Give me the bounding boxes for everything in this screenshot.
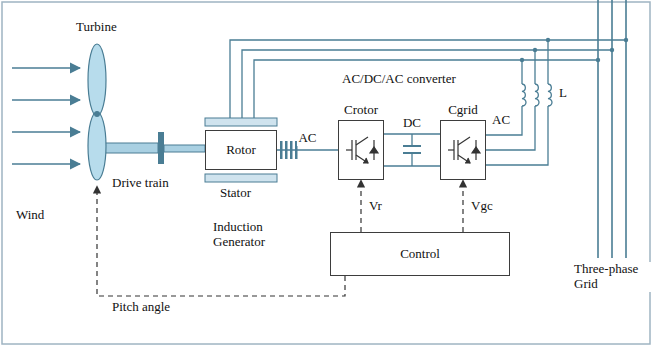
edge-label: DC [401, 116, 423, 131]
igbt-symbol [346, 137, 378, 163]
wind-arrows [12, 68, 80, 164]
stator-wires [230, 40, 626, 118]
phase-wire [486, 106, 535, 150]
phase-wire [547, 40, 548, 84]
power-connection [277, 149, 338, 150]
grid-line [597, 0, 599, 258]
phase-wire [486, 106, 548, 165]
drive-train-label: Drive train [110, 176, 171, 191]
control-signal-line [462, 180, 463, 232]
generator-label: Induction Generator [211, 220, 297, 250]
phase-wire [242, 50, 612, 118]
phase-wire [486, 106, 522, 135]
capacitor-lead [411, 134, 412, 146]
turbine-hub [94, 111, 100, 117]
wind-arrow [12, 67, 80, 69]
wind-arrow [12, 131, 80, 133]
converter-label: AC/DC/AC converter [340, 72, 458, 87]
edge-label: AC [296, 131, 318, 146]
junction-dot [624, 38, 628, 42]
phase-wire [534, 50, 535, 84]
wind-arrow [12, 163, 80, 165]
phase-wire [521, 60, 522, 84]
junction-dot [596, 58, 600, 62]
control-box: Control [330, 232, 510, 276]
stator-bar [205, 174, 277, 182]
converter-box: Cgrid [440, 120, 486, 180]
phase-wire [254, 60, 598, 118]
pitch-angle-label: Pitch angle [110, 300, 172, 315]
turbine-label: Turbine [74, 20, 119, 35]
stator-bar [205, 118, 277, 126]
ac-label: AC [490, 113, 512, 128]
control-signal-line [360, 180, 361, 232]
junction-dot [610, 48, 614, 52]
node-text: Crotor [342, 103, 380, 117]
node-text: Cgrid [446, 103, 480, 117]
node-text: Rotor [226, 143, 256, 157]
grid-line [611, 0, 613, 258]
generator-shaft [164, 145, 205, 152]
turbine-blade [88, 112, 106, 180]
rotor-box: Rotor [205, 130, 277, 170]
inductor-coil [535, 84, 539, 106]
signal-name: Vgc [469, 199, 495, 214]
stator-label: Stator [218, 186, 253, 201]
pitch-control-line [97, 186, 345, 296]
wind-arrow [12, 99, 80, 101]
turbine-blade [88, 44, 106, 116]
capacitor-lead [411, 153, 412, 166]
inductor-label: L [557, 86, 569, 101]
igbt-symbol [448, 137, 480, 163]
inductor-coil [548, 84, 552, 106]
power-connection [384, 133, 440, 134]
phase-wire [230, 40, 626, 118]
grid-lines [598, 0, 626, 258]
drive-flange [158, 132, 164, 164]
grid-side-wires [486, 40, 552, 165]
capacitor-plate [403, 145, 421, 147]
wind-label: Wind [14, 208, 46, 223]
inductor-coil [522, 84, 526, 106]
dc-link [384, 134, 440, 166]
drive-shaft [100, 143, 158, 153]
signal-name: Vr [367, 199, 384, 214]
junction-dots [520, 38, 628, 62]
frame [2, 2, 650, 344]
converter-box: Crotor [338, 120, 384, 180]
grid-label: Three-phase Grid [572, 262, 652, 292]
node-text: Control [400, 247, 440, 261]
